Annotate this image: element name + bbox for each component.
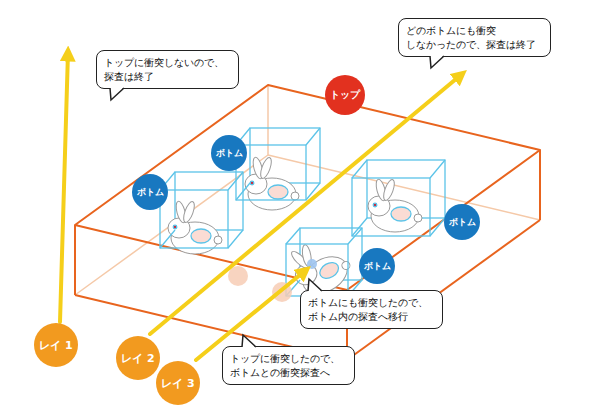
ray-circle: レイ 3 (156, 361, 200, 405)
callout-bubble: トップに衝突したので、 ボトムとの衝突探査へ (222, 346, 355, 385)
circle-label: レイ 1 (39, 338, 72, 353)
callout-text: ボトムにも衝突したので、 ボトム内の探査へ移行 (308, 296, 435, 323)
circle-label: レイ 2 (121, 351, 154, 366)
circle-label: レイ 3 (161, 376, 194, 391)
circle-label: ボトム (137, 186, 164, 199)
callout-bubble: ボトムにも衝突したので、 ボトム内の探査へ移行 (300, 290, 443, 329)
callout-bubble: トップに衝突しないので、 探査は終了 (96, 50, 239, 89)
bottom-circle: ボトム (359, 248, 395, 284)
bottom-circle: ボトム (444, 204, 480, 240)
callout-tail (109, 87, 125, 101)
bottom-circle: ボトム (211, 135, 247, 171)
callout-tail (429, 55, 445, 69)
circle-label: トップ (330, 88, 360, 102)
circle-label: ボトム (449, 216, 476, 229)
callout-text: トップに衝突しないので、 探査は終了 (104, 56, 231, 83)
callout-tail (307, 278, 323, 292)
callout-tail (241, 334, 257, 348)
bottom-circle: ボトム (132, 174, 168, 210)
callout-bubble: どのボトムにも衝突 しなかったので、探査は終了 (398, 18, 551, 57)
callout-text: どのボトムにも衝突 しなかったので、探査は終了 (406, 24, 543, 51)
ray-circle: レイ 1 (34, 323, 78, 367)
callout-text: トップに衝突したので、 ボトムとの衝突探査へ (230, 352, 347, 379)
ray-circle: レイ 2 (116, 336, 160, 380)
circle-label: ボトム (364, 260, 391, 273)
circle-label: ボトム (216, 147, 243, 160)
top-circle: トップ (325, 75, 365, 115)
